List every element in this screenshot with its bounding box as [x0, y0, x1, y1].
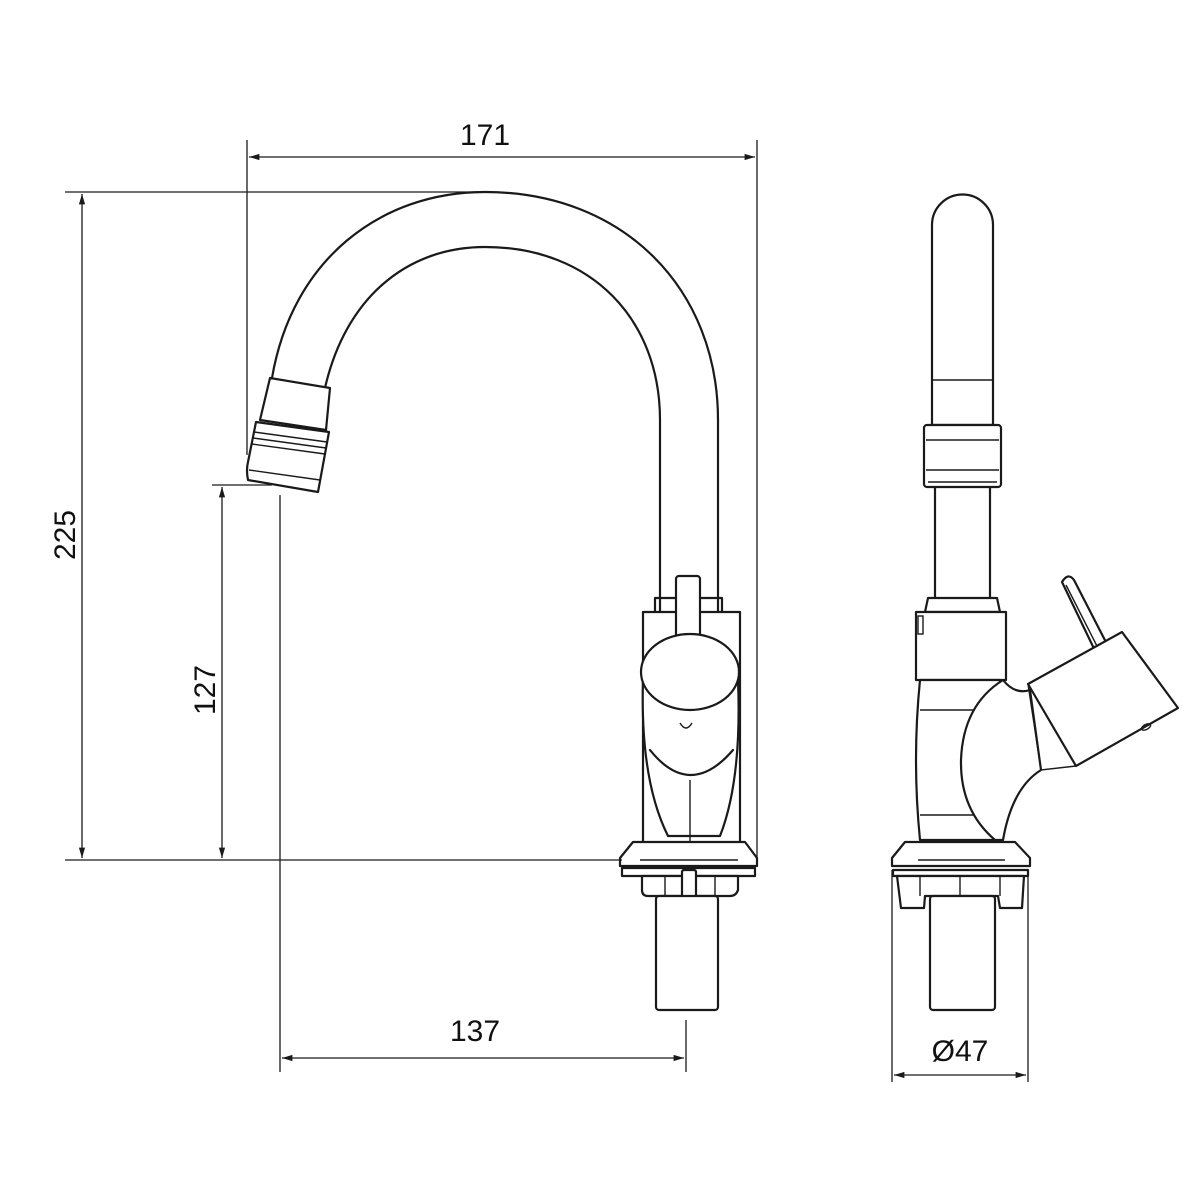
mixer-body	[639, 574, 742, 850]
dimension-label-diameter-47: Ø47	[932, 1035, 989, 1068]
dimension-width: 171	[246, 119, 758, 860]
dimension-diameter: Ø47	[891, 870, 1029, 1082]
dimension-label-225: 225	[49, 510, 82, 560]
front-view	[245, 190, 759, 1012]
spout-outer	[270, 190, 720, 614]
mounting-base	[618, 840, 759, 1012]
mounting-base-side	[890, 840, 1032, 1012]
spout-inner	[323, 245, 662, 614]
dimension-label-171: 171	[460, 119, 510, 152]
spout-side	[930, 193, 995, 427]
hot-cold-indicator	[679, 722, 693, 729]
side-view	[890, 193, 1180, 1012]
dimension-height: 225	[49, 191, 622, 861]
dimension-clearance: 127	[189, 484, 272, 858]
dimension-label-127: 127	[189, 665, 222, 715]
dimension-reach: 137	[279, 495, 687, 1072]
dimension-label-137: 137	[450, 1015, 500, 1048]
aerator-side	[922, 423, 1003, 489]
lever-handle-side	[1026, 575, 1180, 771]
aerator-nozzle	[245, 376, 332, 494]
